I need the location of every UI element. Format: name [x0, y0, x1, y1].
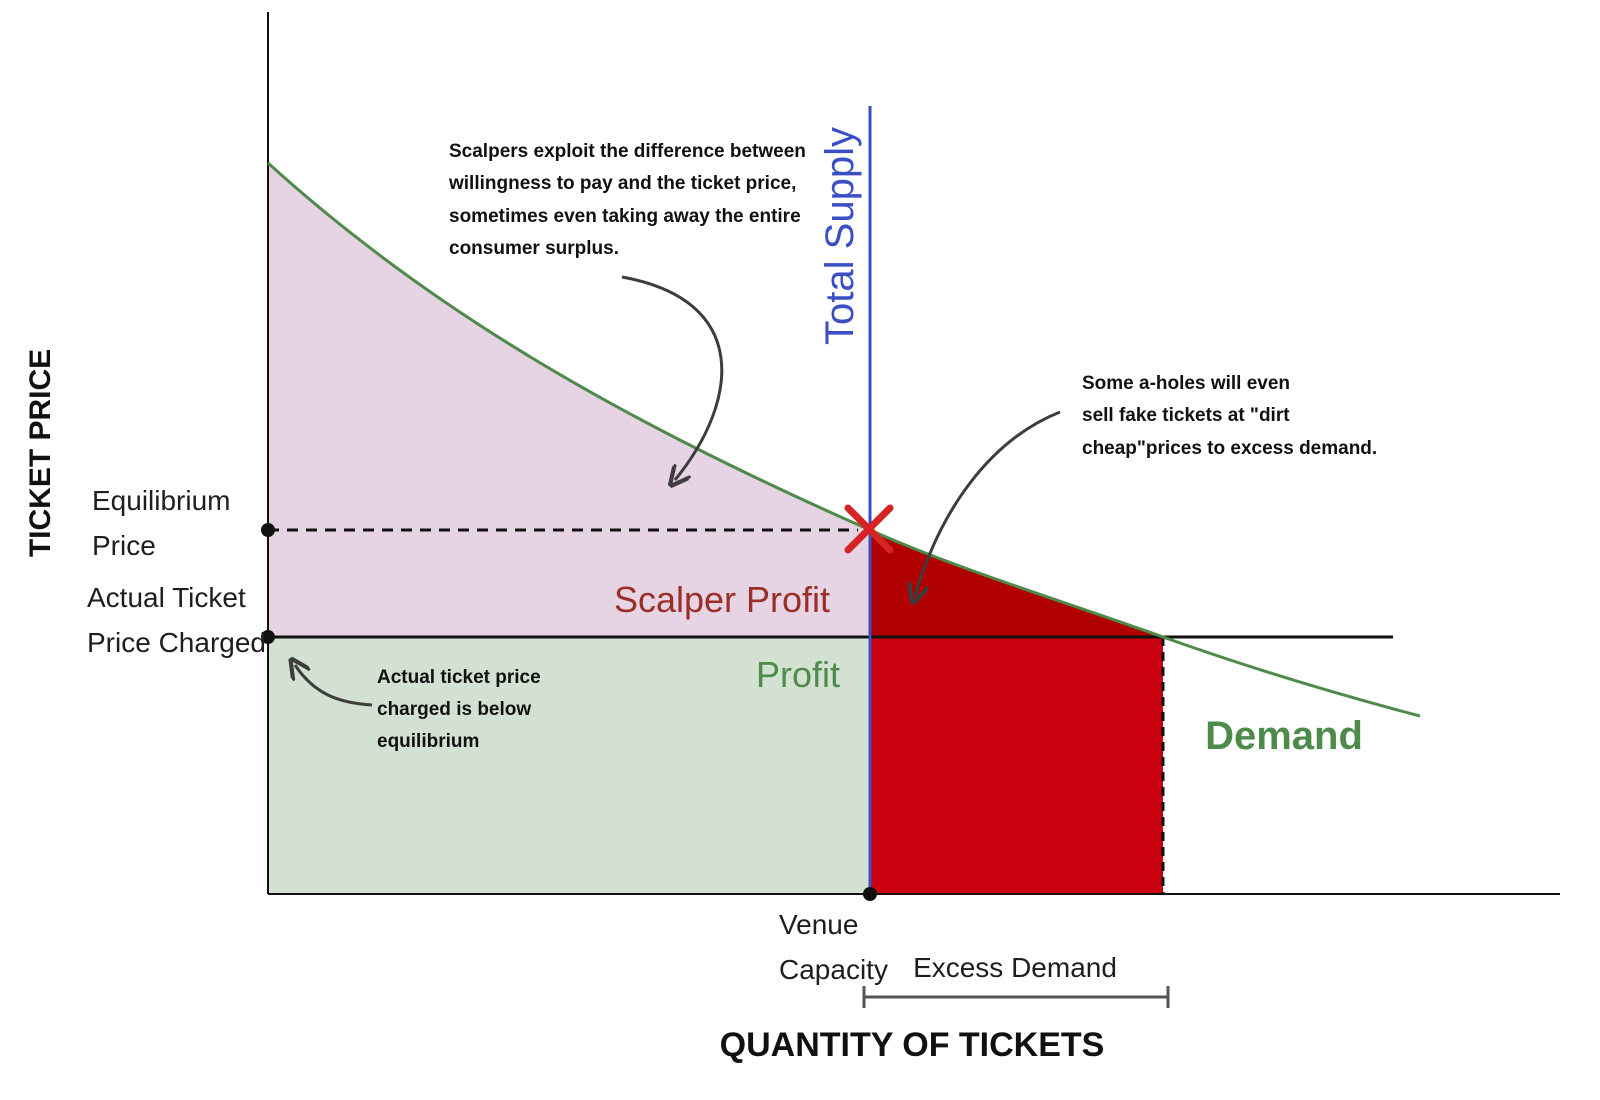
equilibrium-x-mark-icon: [844, 504, 894, 554]
actual-price-label-line2: Price Charged: [87, 627, 266, 658]
scalpers-annotation-line: Scalpers exploit the difference between: [449, 141, 806, 162]
venue-capacity-label-line2: Capacity: [779, 954, 888, 985]
excess-demand-label: Excess Demand: [913, 952, 1117, 983]
equilibrium-price-label-line2: Price: [92, 530, 156, 561]
scalpers-curved-arrow-icon: [621, 275, 724, 480]
y-axis-title: TICKET PRICE: [24, 349, 57, 557]
below-equilibrium-curved-arrow-icon: [295, 665, 373, 707]
fake-tickets-annotation-line: cheap"prices to excess demand.: [1082, 438, 1377, 459]
scalpers-annotation-line: willingness to pay and the ticket price,: [448, 173, 796, 194]
equilibrium-price-dot-icon: [261, 523, 275, 537]
scalpers-annotation-line: sometimes even taking away the entire: [449, 206, 801, 227]
total-supply-label: Total Supply: [818, 127, 862, 345]
venue-capacity-label-line1: Venue: [779, 909, 858, 940]
scalper-excess-area: [870, 530, 1163, 637]
below-equilibrium-annotation-line: equilibrium: [377, 731, 479, 752]
demand-curve: [266, 161, 1421, 718]
venue-capacity-dot-icon: [863, 887, 877, 901]
equilibrium-price-label-line1: Equilibrium: [92, 485, 231, 516]
fake-tickets-curved-arrow-icon: [915, 410, 1061, 596]
excess-demand-bracket: [862, 986, 1170, 1008]
below-equilibrium-annotation-line: charged is below: [377, 699, 531, 720]
below-equilibrium-annotation-line: Actual ticket price: [377, 667, 541, 688]
x-axis-title: QUANTITY OF TICKETS: [720, 1026, 1105, 1064]
actual-price-label-line1: Actual Ticket: [87, 582, 246, 613]
excess-demand-area: [870, 637, 1163, 894]
scalper-profit-label: Scalper Profit: [614, 579, 830, 620]
profit-label: Profit: [756, 654, 840, 695]
scalpers-annotation-line: consumer surplus.: [449, 238, 619, 259]
actual-price-dot-icon: [261, 630, 275, 644]
profit-area: [268, 637, 870, 894]
demand-label: Demand: [1205, 714, 1363, 758]
fake-tickets-annotation-line: Some a-holes will even: [1082, 373, 1290, 394]
scalpers-annotation: Scalpers exploit the difference between …: [448, 141, 806, 259]
fake-tickets-annotation: Some a-holes will even sell fake tickets…: [1082, 373, 1377, 459]
fake-tickets-annotation-line: sell fake tickets at "dirt: [1082, 405, 1290, 426]
consumer-surplus-area: [268, 163, 870, 637]
below-equilibrium-annotation: Actual ticket price charged is below equ…: [377, 667, 541, 752]
